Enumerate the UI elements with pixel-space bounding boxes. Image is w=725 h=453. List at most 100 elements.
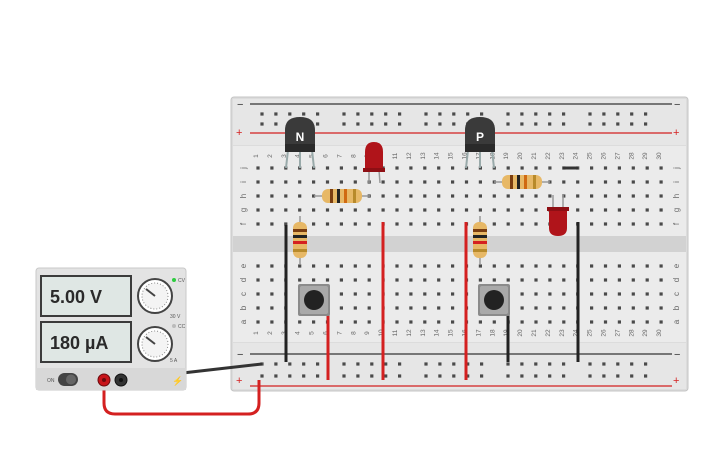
rail-hole[interactable] bbox=[384, 374, 388, 378]
breadboard-hole[interactable] bbox=[492, 208, 496, 212]
rail-hole[interactable] bbox=[342, 112, 346, 116]
breadboard-hole[interactable] bbox=[353, 320, 357, 324]
breadboard-hole[interactable] bbox=[381, 180, 385, 184]
breadboard-hole[interactable] bbox=[423, 292, 427, 296]
breadboard-hole[interactable] bbox=[464, 180, 469, 184]
rail-hole[interactable] bbox=[480, 112, 484, 116]
rail-hole[interactable] bbox=[316, 122, 320, 126]
breadboard-hole[interactable] bbox=[534, 264, 538, 268]
breadboard-hole[interactable] bbox=[659, 194, 663, 198]
breadboard-hole[interactable] bbox=[312, 264, 316, 268]
breadboard-hole[interactable] bbox=[590, 292, 594, 296]
breadboard-hole[interactable] bbox=[617, 278, 621, 282]
breadboard-hole[interactable] bbox=[284, 194, 288, 198]
breadboard-hole[interactable] bbox=[659, 180, 663, 184]
breadboard-hole[interactable] bbox=[631, 194, 635, 198]
breadboard-hole[interactable] bbox=[437, 264, 441, 268]
rail-hole[interactable] bbox=[384, 362, 388, 366]
breadboard-hole[interactable] bbox=[353, 264, 357, 268]
breadboard-hole[interactable] bbox=[353, 292, 357, 296]
rail-hole[interactable] bbox=[384, 122, 388, 126]
rail-hole[interactable] bbox=[370, 112, 374, 116]
rail-hole[interactable] bbox=[288, 362, 292, 366]
breadboard-hole[interactable] bbox=[298, 194, 302, 198]
breadboard-hole[interactable] bbox=[590, 222, 594, 226]
power-switch[interactable]: ON bbox=[47, 373, 78, 386]
breadboard-hole[interactable] bbox=[631, 208, 635, 212]
breadboard-hole[interactable] bbox=[451, 320, 455, 324]
breadboard-hole[interactable] bbox=[256, 278, 260, 282]
breadboard-hole[interactable] bbox=[506, 208, 510, 212]
breadboard-hole[interactable] bbox=[645, 166, 649, 170]
breadboard-hole[interactable] bbox=[645, 222, 649, 226]
rail-hole[interactable] bbox=[520, 122, 524, 126]
breadboard-hole[interactable] bbox=[395, 278, 399, 282]
rail-hole[interactable] bbox=[438, 122, 442, 126]
breadboard-hole[interactable] bbox=[534, 292, 538, 296]
breadboard-hole[interactable] bbox=[603, 166, 608, 170]
breadboard-hole[interactable] bbox=[562, 292, 566, 296]
breadboard-hole[interactable] bbox=[256, 292, 260, 296]
breadboard-hole[interactable] bbox=[298, 180, 302, 184]
red-led-bottom[interactable] bbox=[547, 195, 569, 236]
breadboard-hole[interactable] bbox=[256, 320, 260, 324]
rail-hole[interactable] bbox=[562, 374, 566, 378]
resistor-horizontal-right[interactable] bbox=[494, 175, 550, 189]
breadboard-hole[interactable] bbox=[492, 194, 496, 198]
rail-hole[interactable] bbox=[562, 122, 566, 126]
rail-hole[interactable] bbox=[342, 374, 346, 378]
breadboard-hole[interactable] bbox=[367, 264, 371, 268]
power-supply[interactable]: 5.00 V 180 µA 30 V CV 5 A CC ON bbox=[35, 267, 187, 391]
breadboard-hole[interactable] bbox=[506, 166, 510, 170]
breadboard-hole[interactable] bbox=[451, 264, 455, 268]
rail-hole[interactable] bbox=[630, 122, 634, 126]
rail-hole[interactable] bbox=[548, 362, 552, 366]
rail-hole[interactable] bbox=[644, 362, 648, 366]
breadboard-hole[interactable] bbox=[409, 292, 413, 296]
breadboard-hole[interactable] bbox=[659, 278, 663, 282]
breadboard-hole[interactable] bbox=[256, 222, 260, 226]
rail-hole[interactable] bbox=[466, 374, 470, 378]
breadboard-hole[interactable] bbox=[284, 166, 288, 170]
rail-hole[interactable] bbox=[466, 362, 470, 366]
rail-hole[interactable] bbox=[602, 112, 606, 116]
breadboard-hole[interactable] bbox=[520, 264, 524, 268]
breadboard-hole[interactable] bbox=[339, 180, 343, 184]
breadboard-hole[interactable] bbox=[548, 320, 552, 324]
breadboard-hole[interactable] bbox=[631, 264, 635, 268]
breadboard-hole[interactable] bbox=[409, 194, 413, 198]
breadboard-hole[interactable] bbox=[617, 194, 621, 198]
breadboard-hole[interactable] bbox=[451, 180, 455, 184]
red-led-top[interactable] bbox=[363, 142, 385, 184]
breadboard-hole[interactable] bbox=[409, 306, 413, 310]
breadboard-hole[interactable] bbox=[617, 222, 621, 226]
breadboard-hole[interactable] bbox=[423, 208, 427, 212]
rail-hole[interactable] bbox=[480, 362, 484, 366]
rail-hole[interactable] bbox=[424, 374, 428, 378]
breadboard-hole[interactable] bbox=[631, 320, 635, 324]
breadboard-hole[interactable] bbox=[409, 222, 413, 226]
breadboard-hole[interactable] bbox=[562, 264, 566, 268]
breadboard-hole[interactable] bbox=[631, 222, 635, 226]
rail-hole[interactable] bbox=[520, 362, 524, 366]
breadboard-hole[interactable] bbox=[520, 278, 524, 282]
breadboard-hole[interactable] bbox=[451, 222, 455, 226]
breadboard-hole[interactable] bbox=[645, 320, 649, 324]
rail-hole[interactable] bbox=[452, 112, 456, 116]
breadboard-hole[interactable] bbox=[353, 208, 357, 212]
rail-hole[interactable] bbox=[302, 374, 306, 378]
breadboard-hole[interactable] bbox=[409, 320, 413, 324]
rail-hole[interactable] bbox=[316, 374, 320, 378]
rail-hole[interactable] bbox=[548, 374, 552, 378]
breadboard-hole[interactable] bbox=[270, 306, 274, 310]
rail-hole[interactable] bbox=[316, 362, 320, 366]
breadboard-hole[interactable] bbox=[339, 292, 343, 296]
rail-hole[interactable] bbox=[644, 112, 648, 116]
breadboard-hole[interactable] bbox=[631, 278, 635, 282]
rail-hole[interactable] bbox=[616, 362, 620, 366]
breadboard-hole[interactable] bbox=[437, 166, 441, 170]
breadboard-hole[interactable] bbox=[353, 180, 357, 184]
breadboard-hole[interactable] bbox=[270, 180, 274, 184]
breadboard-hole[interactable] bbox=[270, 194, 274, 198]
breadboard-hole[interactable] bbox=[590, 194, 594, 198]
